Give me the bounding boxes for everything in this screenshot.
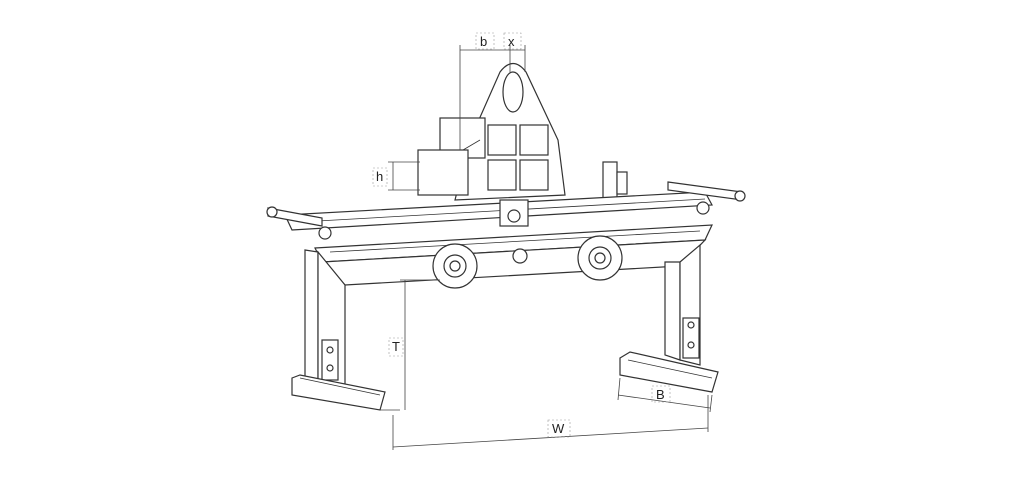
dim-label-B: B [656, 387, 665, 402]
left-leg [291, 249, 386, 411]
latch [602, 161, 628, 203]
dim-label-b: b [480, 34, 487, 49]
dim-label-T: T [392, 339, 400, 354]
lifting-eye [417, 62, 566, 201]
dimension-lines [380, 45, 713, 450]
trolley-wheels [432, 235, 623, 289]
dim-label-x: x [508, 34, 515, 49]
dim-label-h: h [376, 169, 383, 184]
right-leg [619, 243, 719, 393]
top-rail [266, 181, 746, 240]
dim-label-W: W [552, 421, 565, 436]
